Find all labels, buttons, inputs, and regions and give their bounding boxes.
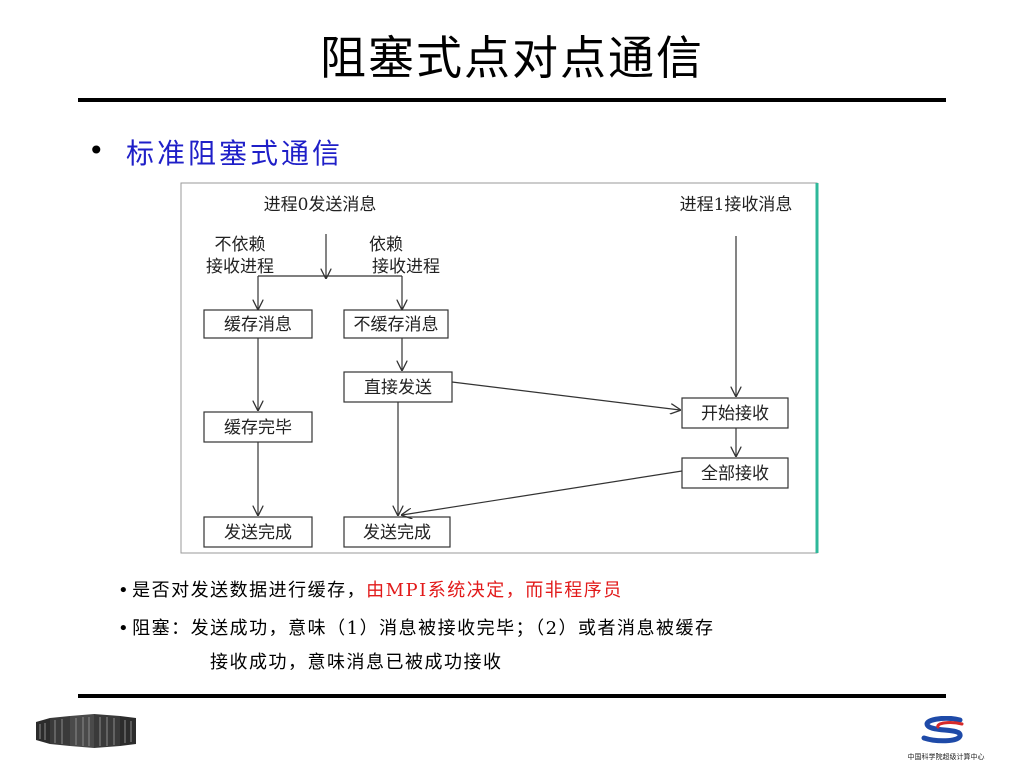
label-dependent-1: 依赖	[369, 235, 403, 255]
label-dependent-2: 接收进程	[372, 257, 440, 277]
supercomputer-logo-icon	[36, 714, 136, 748]
note-buffering-text: 是否对发送数据进行缓存，	[132, 580, 367, 601]
box-all-received: 全部接收	[701, 464, 769, 484]
note-receive: 接收成功，意味消息已被成功接收	[210, 652, 503, 673]
box-buffer-message: 缓存消息	[224, 315, 292, 335]
bullet-glyph: •	[88, 134, 105, 167]
note-buffering-highlight: 由MPI系统决定，而非程序员	[366, 580, 623, 601]
box-send-complete-left: 发送完成	[224, 523, 292, 543]
header-process1: 进程1接收消息	[680, 195, 793, 215]
note-blocking-text: 阻塞：发送成功，意味（1）消息被接收完毕；（2）或者消息被缓存	[132, 618, 715, 639]
header-process0: 进程0发送消息	[264, 195, 377, 215]
blocking-communication-diagram: 进程0发送消息 进程1接收消息 不依赖 接收进程 依赖 接收进程 缓存消息 缓存…	[180, 182, 819, 554]
cas-s-emblem-icon	[921, 715, 964, 744]
box-no-buffer: 不缓存消息	[354, 315, 439, 335]
box-buffer-complete: 缓存完毕	[224, 418, 292, 438]
note-buffering: •是否对发送数据进行缓存，由MPI系统决定，而非程序员	[118, 580, 623, 601]
subtitle: 标准阻塞式通信	[126, 137, 344, 170]
box-start-receive: 开始接收	[701, 404, 769, 424]
note-blocking: •阻塞：发送成功，意味（1）消息被接收完毕；（2）或者消息被缓存	[118, 618, 715, 639]
label-independent-1: 不依赖	[215, 235, 266, 255]
cas-logo-text: 中国科学院超级计算中心	[907, 753, 985, 761]
title-divider	[78, 98, 946, 102]
box-direct-send: 直接发送	[364, 378, 432, 398]
label-independent-2: 接收进程	[206, 257, 274, 277]
cas-supercomputing-logo: 中国科学院超级计算中心	[890, 715, 1002, 761]
footer-divider	[78, 694, 946, 698]
box-send-complete-right: 发送完成	[363, 523, 431, 543]
page-title: 阻塞式点对点通信	[320, 31, 704, 85]
